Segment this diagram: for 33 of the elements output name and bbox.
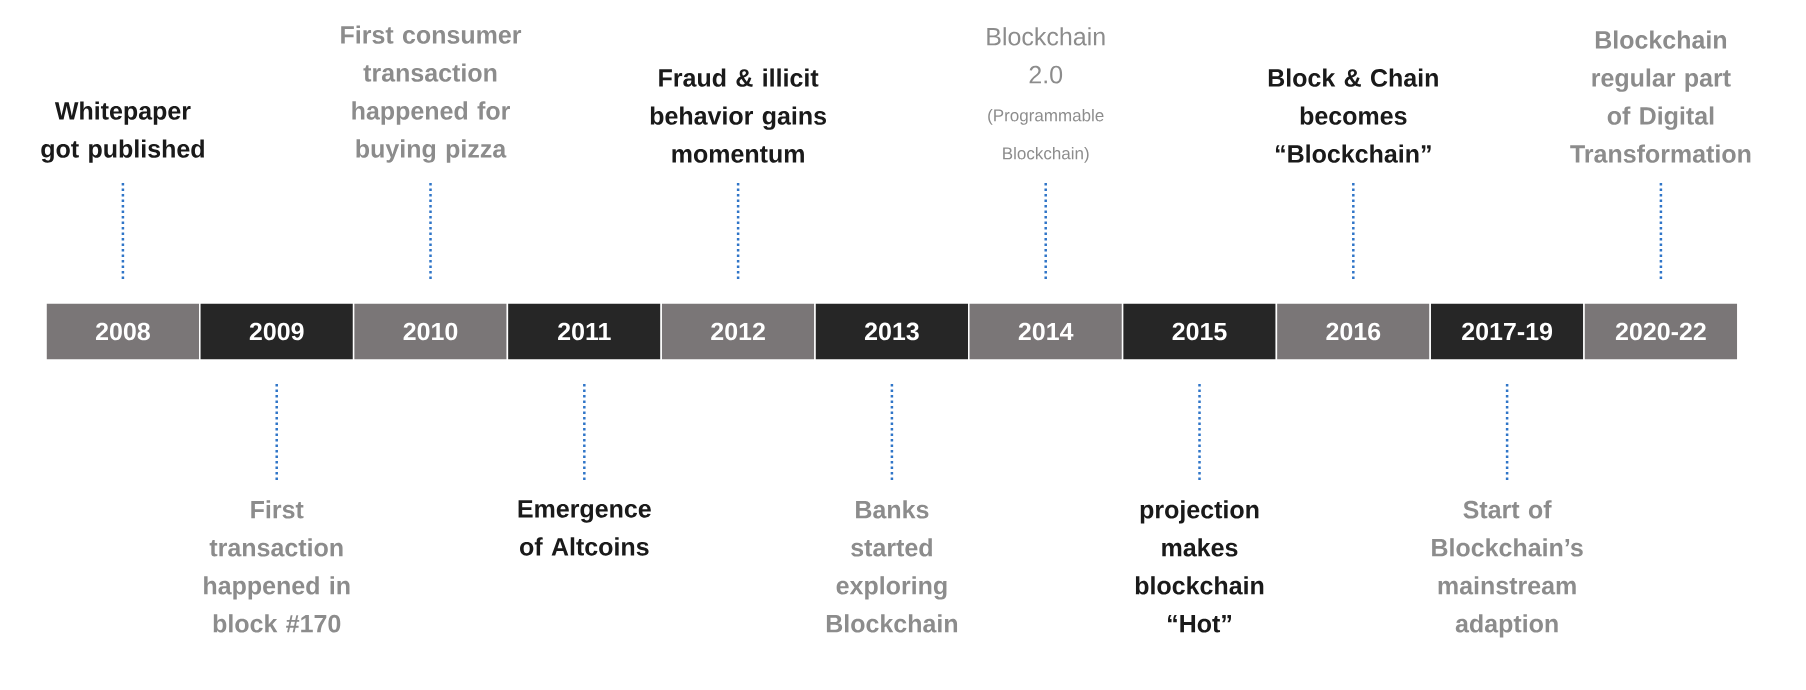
- dotted-connector: [121, 183, 125, 282]
- event-label: projection makes blockchain “Hot”: [1135, 500, 1264, 633]
- event-label: Banks started exploring Blockchain: [826, 500, 958, 633]
- dotted-connector: [1505, 381, 1509, 480]
- year-box: 2020-22: [1583, 302, 1739, 361]
- year-box: 2015: [1121, 302, 1278, 361]
- year-box: 2009: [199, 302, 355, 361]
- year-box: 2010: [352, 302, 509, 361]
- dotted-connector: [890, 381, 894, 480]
- dotted-connector: [1659, 183, 1663, 282]
- event-label: Emergence of Altcoins: [518, 500, 651, 556]
- year-box: 2012: [660, 302, 816, 361]
- dotted-connector: [1198, 381, 1201, 480]
- event-label: Fraud & illicit behavior gains momentum: [650, 68, 826, 163]
- dotted-connector: [583, 381, 586, 480]
- event-label: First consumer transaction happened for buying pizza: [341, 25, 522, 163]
- event-label: Blockchain regular part of Digital Transformation: [1570, 30, 1751, 163]
- event-label: Whitepaper got published: [41, 101, 204, 163]
- dotted-connector: [429, 183, 432, 282]
- event-label: Block & Chain becomes “Blockchain”: [1268, 68, 1438, 163]
- year-box: 2008: [45, 302, 201, 361]
- year-box: 2014: [968, 302, 1124, 361]
- dotted-connector: [1352, 183, 1355, 282]
- dotted-connector: [1044, 183, 1047, 282]
- year-box: 2016: [1275, 302, 1431, 361]
- event-label: Blockchain 2.0 (Programmable Blockchain): [987, 27, 1105, 163]
- event-label: First transaction happened in block #170: [204, 500, 350, 633]
- year-box: 2013: [814, 302, 970, 361]
- year-box: 2017-19: [1429, 302, 1585, 361]
- year-box: 2011: [506, 302, 662, 361]
- dotted-connector: [736, 183, 740, 282]
- event-label: Start of Blockchain’s mainstream adaption: [1432, 500, 1583, 638]
- dotted-connector: [275, 381, 278, 480]
